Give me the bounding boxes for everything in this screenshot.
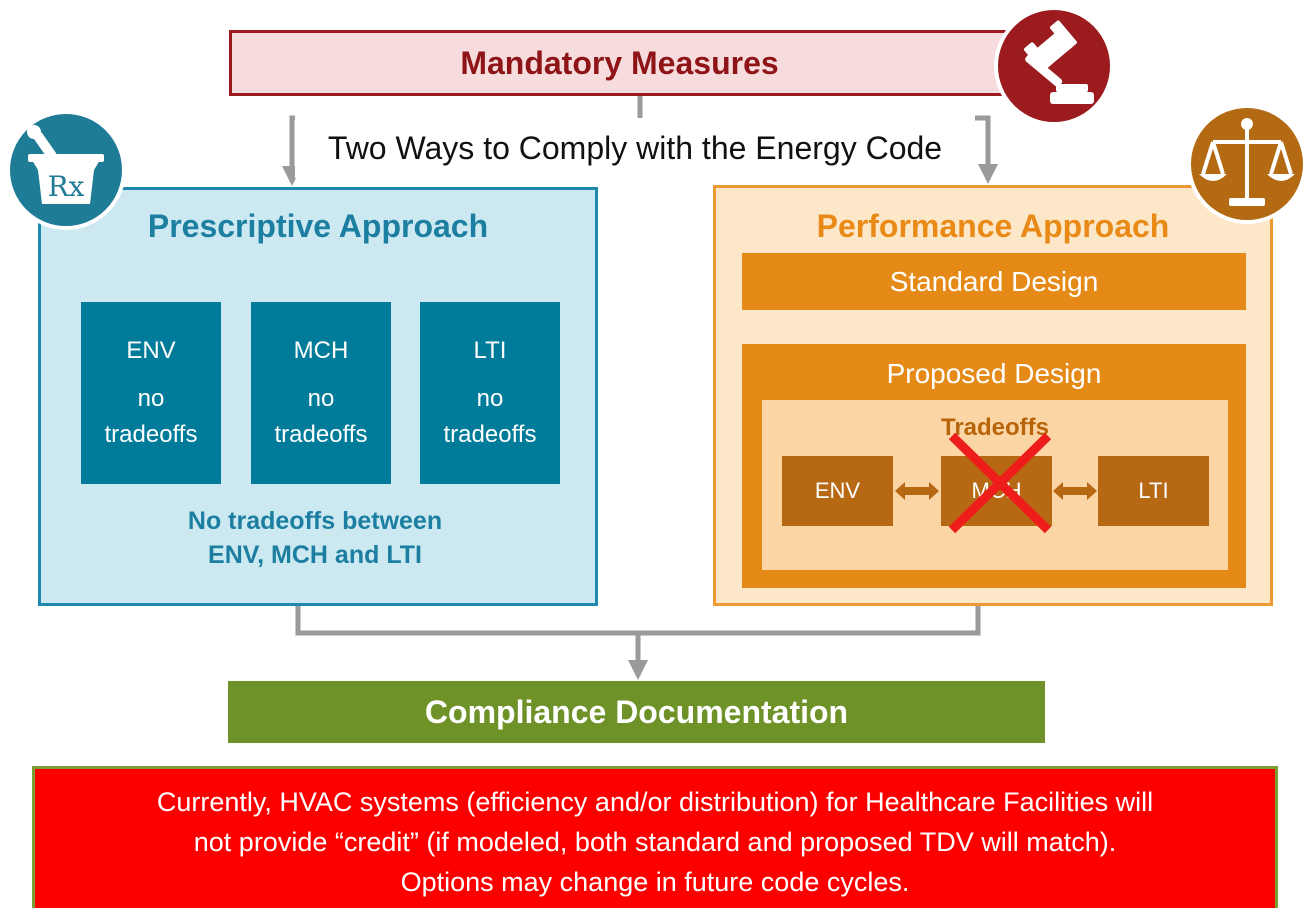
box-code: MCH <box>293 337 349 364</box>
no-tradeoffs-note: No tradeoffs between ENV, MCH and LTI <box>130 502 500 574</box>
box-line2: tradeoffs <box>274 421 368 448</box>
box-code: ENV <box>814 478 861 503</box>
box-code: LTI <box>1138 478 1169 503</box>
note-line1: Currently, HVAC systems (efficiency and/… <box>156 786 1154 817</box>
note-line2: ENV, MCH and LTI <box>208 541 422 569</box>
box-line1: no <box>476 385 504 412</box>
mandatory-measures-box: Mandatory Measures <box>229 30 1010 96</box>
scales-icon <box>1187 104 1307 224</box>
rx-text: Rx <box>48 170 85 203</box>
note-line1: No tradeoffs between <box>187 507 443 535</box>
connector-merge <box>295 606 981 636</box>
compliance-documentation-box: Compliance Documentation <box>228 681 1045 743</box>
box-code: LTI <box>473 337 507 364</box>
box-code: ENV <box>126 337 176 364</box>
double-arrow-icon <box>1053 482 1097 500</box>
gavel-icon <box>994 6 1114 126</box>
standard-design-box: Standard Design <box>742 253 1246 310</box>
hvac-credit-note: Currently, HVAC systems (efficiency and/… <box>32 766 1278 908</box>
box-line1: no <box>137 385 165 412</box>
two-ways-text: Two Ways to Comply with the Energy Code <box>327 129 943 166</box>
compliance-documentation-label: Compliance Documentation <box>424 693 849 730</box>
standard-design-label: Standard Design <box>889 265 1099 297</box>
prescriptive-box-env: ENV no tradeoffs <box>81 302 221 484</box>
prescriptive-approach-title: Prescriptive Approach <box>147 207 489 244</box>
double-arrow-icon <box>895 482 939 500</box>
prescriptive-box-mch: MCH no tradeoffs <box>251 302 391 484</box>
cross-out-icon <box>948 432 1052 534</box>
proposed-design-label: Proposed Design <box>886 358 1102 389</box>
tradeoffs-label: Tradeoffs <box>940 414 1050 441</box>
box-line2: tradeoffs <box>443 421 537 448</box>
note-line2: not provide “credit” (if modeled, both s… <box>193 826 1117 857</box>
connector-to-performance <box>975 115 998 184</box>
performance-box-lti: LTI <box>1098 456 1209 526</box>
performance-box-env: ENV <box>782 456 893 526</box>
connector-to-prescriptive <box>282 115 302 186</box>
box-line1: no <box>307 385 335 412</box>
note-line3: Options may change in future code cycles… <box>400 866 910 897</box>
prescriptive-box-lti: LTI no tradeoffs <box>420 302 560 484</box>
prescription-icon: Rx <box>6 110 126 230</box>
two-ways-label: Two Ways to Comply with the Energy Code <box>295 118 975 178</box>
performance-approach-title: Performance Approach <box>816 207 1170 244</box>
box-line2: tradeoffs <box>104 421 198 448</box>
mandatory-measures-label: Mandatory Measures <box>460 44 779 81</box>
